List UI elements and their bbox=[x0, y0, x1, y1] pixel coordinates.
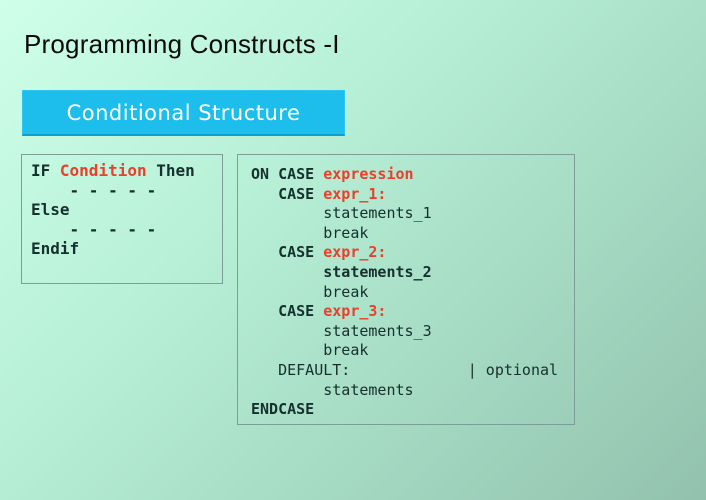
code-token: statements bbox=[251, 380, 414, 399]
case-pseudocode-box: ON CASE expression CASE expr_1: statemen… bbox=[237, 154, 575, 425]
code-token: CASE bbox=[251, 243, 324, 262]
code-token-highlight: expr_3: bbox=[323, 302, 387, 321]
code-token: statements_1 bbox=[251, 204, 432, 223]
code-token: DEFAULT: | optional bbox=[251, 360, 559, 379]
code-token: - - - - - bbox=[31, 219, 157, 239]
code-line: statements bbox=[251, 381, 574, 401]
code-line: break bbox=[251, 341, 574, 361]
code-line: IF Condition Then bbox=[31, 161, 222, 181]
code-line: break bbox=[251, 224, 574, 244]
code-token: break bbox=[251, 341, 369, 360]
code-line: ON CASE expression bbox=[251, 165, 574, 185]
code-line: DEFAULT: | optional bbox=[251, 361, 574, 381]
code-line: statements_3 bbox=[251, 322, 574, 342]
code-token: statements_3 bbox=[251, 321, 432, 340]
code-token: Endif bbox=[31, 239, 80, 258]
code-token: ENDCASE bbox=[251, 400, 315, 419]
code-token: CASE bbox=[251, 184, 324, 203]
code-token-highlight: expression bbox=[323, 165, 414, 183]
code-line: - - - - - bbox=[31, 220, 222, 240]
code-token-highlight: Condition bbox=[59, 161, 147, 180]
conditional-structure-banner: Conditional Structure bbox=[22, 90, 345, 136]
code-line: statements_1 bbox=[251, 204, 574, 224]
code-line: CASE expr_1: bbox=[251, 185, 574, 205]
code-token: CASE bbox=[251, 302, 324, 321]
code-token-highlight: expr_2: bbox=[323, 243, 387, 262]
code-line: break bbox=[251, 283, 574, 303]
if-pseudocode-box: IF Condition Then - - - - -Else - - - - … bbox=[21, 154, 223, 284]
code-token: ON CASE bbox=[251, 165, 324, 183]
code-line: - - - - - bbox=[31, 181, 222, 201]
code-token: break bbox=[251, 282, 369, 301]
code-line: Endif bbox=[31, 239, 222, 259]
code-token: - - - - - bbox=[31, 180, 157, 200]
code-line: CASE expr_2: bbox=[251, 243, 574, 263]
code-token: break bbox=[251, 223, 369, 242]
code-line: statements_2 bbox=[251, 263, 574, 283]
code-token: statements_2 bbox=[251, 262, 432, 281]
banner-label: Conditional Structure bbox=[66, 100, 301, 125]
code-line: CASE expr_3: bbox=[251, 302, 574, 322]
slide-title: Programming Constructs -I bbox=[24, 29, 340, 59]
code-token: IF bbox=[31, 161, 60, 180]
code-line: Else bbox=[31, 200, 222, 220]
code-token: Else bbox=[31, 200, 70, 219]
code-token: Then bbox=[146, 161, 195, 180]
code-line: ENDCASE bbox=[251, 400, 574, 420]
code-token-highlight: expr_1: bbox=[323, 184, 387, 203]
